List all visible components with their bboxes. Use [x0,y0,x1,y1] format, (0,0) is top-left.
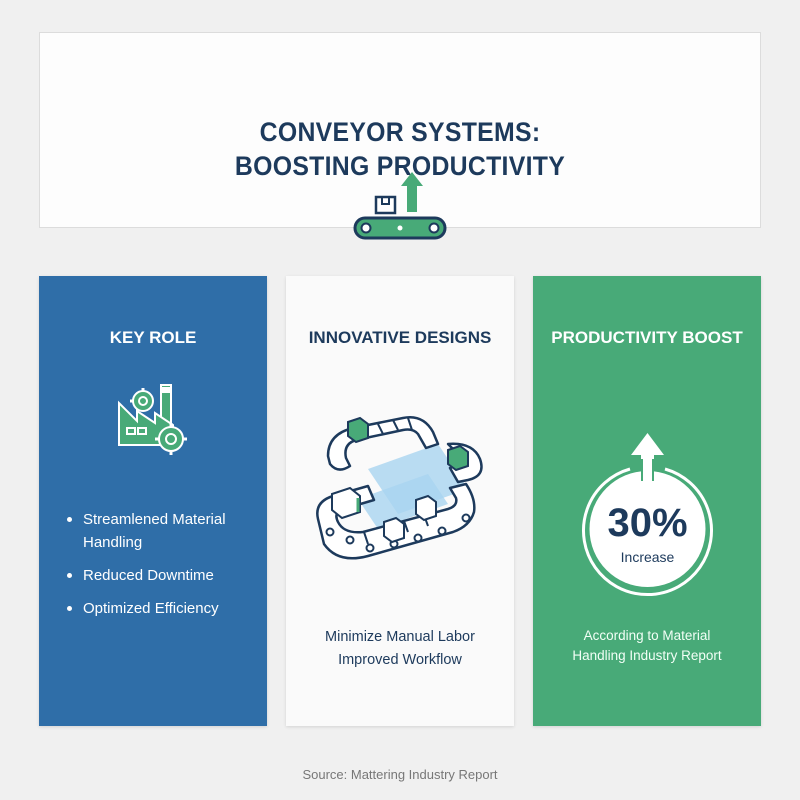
factory-gears-icon [118,384,187,455]
feature-line: Improved Workflow [338,652,462,668]
innovative-designs-text: Minimize Manual Labor Improved Workflow [286,626,514,672]
productivity-boost-card: PRODUCTIVITY BOOST 30% Increase Accordin… [533,276,761,726]
note-line: According to Material [583,628,711,643]
source-footnote: Source: Mattering Industry Report [302,767,498,782]
title-line-1: CONVEYOR SYSTEMS: [259,117,541,147]
stat-value: 30% [607,501,688,545]
bullet-item: Optimized Efficiency [65,597,257,620]
note-line: Handling Industry Report [572,648,722,663]
bullet-item: Streamlened Material Handling [65,508,257,554]
circle-up-arrow-icon [582,433,713,597]
conveyor-up-arrow-icon [353,172,447,240]
isometric-conveyor-icon [316,416,483,560]
feature-line: Minimize Manual Labor [325,629,475,645]
bullet-item: Reduced Downtime [65,564,257,587]
card-title: INNOVATIVE DESIGNS [308,328,492,347]
key-role-card: KEY ROLE Streamlened Material Handling R… [39,276,267,726]
key-role-bullets: Streamlened Material Handling Reduced Do… [65,508,257,630]
page-title: CONVEYOR SYSTEMS: BOOSTING PRODUCTIVITY [69,115,731,183]
header-card: CONVEYOR SYSTEMS: BOOSTING PRODUCTIVITY [39,32,761,228]
title-line-2: BOOSTING PRODUCTIVITY [234,151,566,181]
productivity-note: According to Material Handling Industry … [533,626,761,666]
innovative-designs-card: INNOVATIVE DESIGNS Minimi [286,276,514,726]
card-title: PRODUCTIVITY BOOST [551,328,743,347]
card-title: KEY ROLE [109,328,197,347]
stat-label: Increase [620,549,675,565]
stat-circle: 30% Increase [570,431,725,601]
